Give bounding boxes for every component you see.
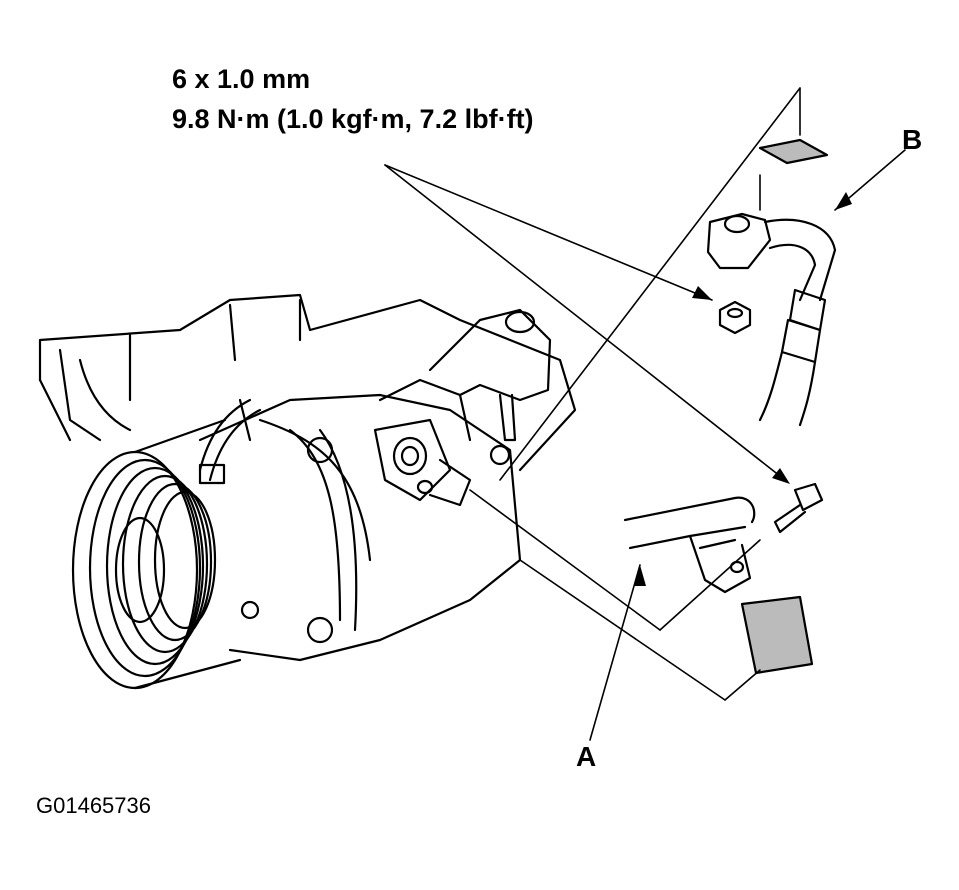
figure-id-label: G01465736 [36,793,151,818]
arrowheads [634,192,852,586]
flange-bolt [773,482,824,534]
clutch-connector [198,398,262,485]
mounting-bracket [428,308,552,442]
bolt-size-label: 6 x 1.0 mm [172,64,311,94]
callout-a-label: A [576,741,597,772]
discharge-hose [706,212,837,427]
torque-spec-label: 9.8 N·m (1.0 kgf·m, 7.2 lbf·ft) [172,104,534,134]
callout-b-label: B [902,124,923,155]
compressor-body [198,378,522,662]
leader-lines [384,87,906,741]
suction-pipe [623,496,756,594]
engine-block [38,293,577,472]
o-ring-callout-boxes [740,138,829,675]
compressor-pulley [71,418,242,690]
hex-nut [718,300,752,335]
